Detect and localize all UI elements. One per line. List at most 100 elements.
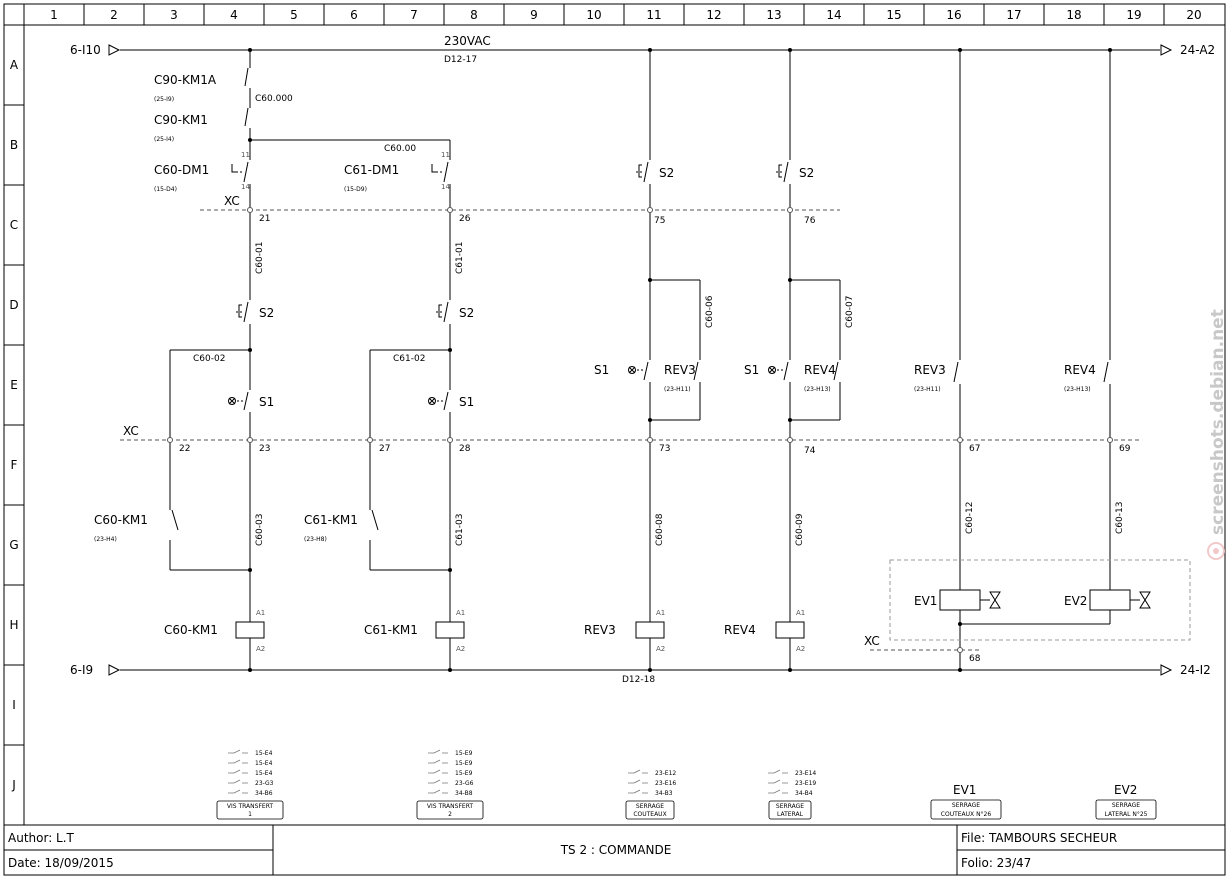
box-ev2: SERRAGE LATERAL N°25 [1095, 799, 1157, 820]
column-label-12: 12 [706, 8, 721, 22]
column-label-13: 13 [766, 8, 781, 22]
coil-rev3-a2: A2 [656, 645, 665, 653]
contact-ref-symbol-icon [768, 789, 788, 794]
terminal-circle [957, 647, 963, 653]
contact-ref-symbol-icon [228, 759, 248, 764]
branch-c61 [369, 161, 465, 670]
coil-rev4-a1: A1 [796, 609, 805, 617]
coil-c60-label: C60-KM1 [164, 623, 218, 637]
s1-label-col11: S1 [594, 363, 609, 377]
row-label-D: D [9, 298, 18, 312]
top-rail [108, 44, 1173, 56]
contact-ref-symbol-icon [628, 789, 648, 794]
contact-ref-symbol-icon [428, 769, 448, 774]
rail-top-left-ref: 6-I10 [70, 43, 101, 57]
column-label-15: 15 [886, 8, 901, 22]
box-vis2-line2: 2 [448, 811, 452, 818]
xc-label-top: XC [224, 194, 240, 208]
wire-c60-09: C60-09 [795, 513, 805, 546]
c90-km1a-label: C90-KM1A [154, 73, 217, 87]
junction-dot [248, 568, 252, 572]
coil-c61-a2: A2 [456, 645, 465, 653]
junction-dot [648, 48, 652, 52]
wire-c60-12: C60-12 [965, 502, 975, 534]
c90-km1-label: C90-KM1 [154, 113, 208, 127]
terminal-22: 22 [179, 444, 190, 454]
c61-km1-contact-label: C61-KM1 [304, 513, 358, 527]
terminal-circle [957, 437, 963, 443]
column-label-4: 4 [230, 8, 238, 22]
contact-ref-col8: 34-B8 [455, 790, 473, 797]
bottom-rail [108, 664, 1173, 676]
rail-top-ref: D12-17 [444, 55, 477, 65]
wire-c61-01: C61-01 [455, 242, 465, 274]
terminal-68: 68 [969, 654, 981, 664]
column-label-7: 7 [410, 8, 418, 22]
column-label-5: 5 [290, 8, 298, 22]
terminal-circle [1107, 437, 1113, 443]
rev4-contact2-ref: (23-H13) [1064, 386, 1091, 393]
s1-label-col13: S1 [744, 363, 759, 377]
wire-c60-08: C60-08 [655, 513, 665, 546]
box-sl-line2: LATERAL [777, 811, 804, 818]
wire-c61-02: C61-02 [393, 354, 425, 364]
junction-dot [248, 348, 252, 352]
contact-ref-symbol-icon [428, 779, 448, 784]
terminal-circle [247, 437, 253, 443]
box-serrage-couteaux: SERRAGE COUTEAUX [625, 800, 675, 820]
contact-ref-col11: 23-E12 [655, 770, 676, 777]
box-vis1-line1: VIS TRANSFERT [227, 803, 274, 810]
coil-c60-a2: A2 [256, 645, 265, 653]
junction-dot [648, 278, 652, 282]
coil-rev4-a2: A2 [796, 645, 805, 653]
wire-c60-03: C60-03 [255, 514, 265, 546]
box-ev1-line1: SERRAGE [952, 802, 980, 809]
contact-ref-col8: 15-E9 [455, 760, 473, 767]
rail-bottom-ref: D12-18 [622, 675, 655, 685]
column-label-10: 10 [586, 8, 601, 22]
rev4-contact-ref: (23-H13) [804, 386, 831, 393]
wire-c60-13: C60-13 [1115, 502, 1125, 534]
watermark: screenshots.debian.net [1207, 309, 1228, 560]
junction-dot [648, 418, 652, 422]
terminal-circles [167, 207, 1113, 653]
rev3-contact-ref: (23-H11) [664, 386, 691, 393]
watermark-text: screenshots.debian.net [1208, 309, 1228, 535]
contact-ref-symbol-icon [768, 769, 788, 774]
coil-ev1-label: EV1 [914, 594, 937, 608]
column-label-11: 11 [646, 8, 661, 22]
junction-dots [248, 48, 1112, 672]
s2-label-col11: S2 [659, 166, 674, 180]
junction-dot [788, 48, 792, 52]
coil-c61-label: C61-KM1 [364, 623, 418, 637]
terminal-circle [787, 437, 793, 443]
row-label-A: A [10, 58, 19, 72]
contact-ref-symbol-icon [428, 789, 448, 794]
wire-c60-01: C60-01 [255, 242, 265, 274]
junction-dot [448, 348, 452, 352]
contact-cross-references: 15-E415-E415-E423-G334-B615-E915-E915-E9… [228, 749, 816, 797]
box-ev2-line2: LATERAL N°25 [1105, 811, 1148, 818]
coil-c60-a1: A1 [256, 609, 265, 617]
box-serrage-lateral: SERRAGE LATERAL [768, 800, 812, 820]
c90-km1a-ref: (25-I9) [154, 96, 174, 103]
coil-rev3-a1: A1 [656, 609, 665, 617]
column-label-3: 3 [170, 8, 178, 22]
terminal-75: 75 [654, 216, 665, 226]
box-sl-line1: SERRAGE [776, 803, 804, 810]
contact-ref-symbol-icon [768, 779, 788, 784]
rev3-contact2-label: REV3 [914, 363, 946, 377]
terminal-circle [247, 207, 253, 213]
column-label-18: 18 [1066, 8, 1081, 22]
s2-label-col4: S2 [259, 306, 274, 320]
terminal-76: 76 [804, 216, 816, 226]
junction-dot [788, 668, 792, 672]
rev3-contact-label: REV3 [664, 363, 696, 377]
box-ev1-line2: COUTEAUX N°26 [941, 811, 992, 818]
contact-ref-col4: 34-B6 [255, 790, 273, 797]
watermark-logo-icon [1207, 542, 1225, 560]
terminal-circle [647, 207, 653, 213]
column-label-20: 20 [1186, 8, 1201, 22]
terminal-73: 73 [659, 444, 670, 454]
